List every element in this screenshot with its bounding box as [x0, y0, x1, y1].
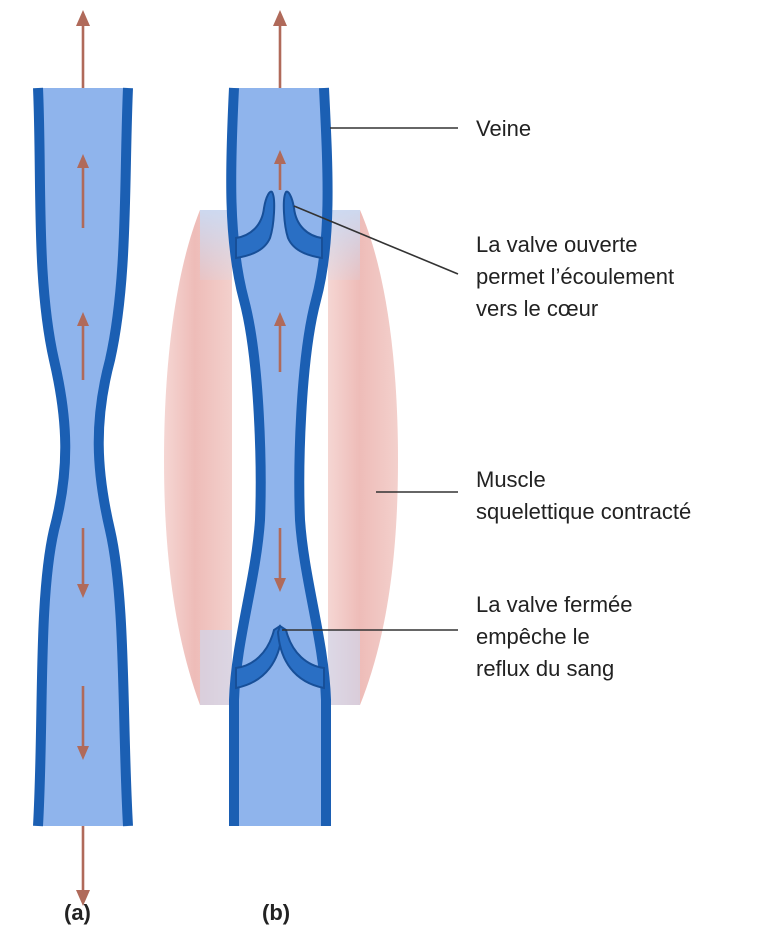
label-muscle-line1: Muscle	[476, 467, 546, 492]
label-valve-closed-line1: La valve fermée	[476, 592, 633, 617]
label-muscle-line2: squelettique contracté	[476, 499, 691, 524]
label-valve-open-line2: permet l’écoulement	[476, 264, 674, 289]
panel-b-vein	[231, 88, 327, 826]
panel-label-a: (a)	[64, 900, 91, 925]
sheath-bottom-right	[328, 630, 360, 705]
panel-label-b: (b)	[262, 900, 290, 925]
panel-a-arrow-bottom-out	[76, 826, 90, 906]
sheath-top-left	[200, 210, 232, 280]
label-valve-closed-line3: reflux du sang	[476, 656, 614, 681]
sheath-bottom-left	[200, 630, 232, 705]
panel-b-arrow-top-out	[273, 10, 287, 88]
label-valve-open-line3: vers le cœur	[476, 296, 598, 321]
panel-a-arrow-top-out	[76, 10, 90, 88]
label-valve-open-line1: La valve ouverte	[476, 232, 637, 257]
sheath-top-right	[328, 210, 360, 280]
label-valve-closed-line2: empêche le	[476, 624, 590, 649]
panel-b-vein-lumen	[231, 88, 327, 826]
label-veine: Veine	[476, 116, 531, 141]
